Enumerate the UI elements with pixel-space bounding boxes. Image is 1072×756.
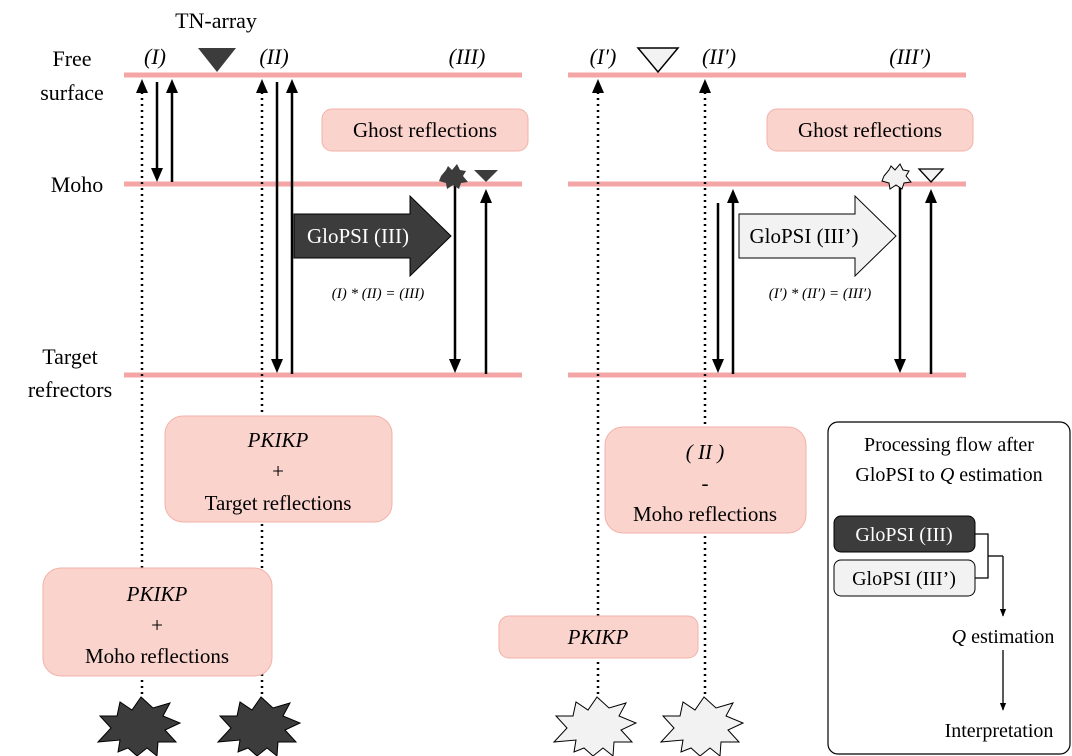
arrowhead-up (480, 189, 492, 203)
glopsi-iii-label: GloPSI (III) (307, 224, 409, 248)
source-explosion-icon-light (659, 696, 745, 756)
pkikp-moho-box-line3: Moho reflections (85, 644, 229, 668)
label-II: (II) (259, 44, 288, 69)
free-surface-label-1: Free (52, 46, 91, 71)
equation-left: (I) * (II) = (III) (332, 286, 425, 302)
ghost-source-icon-light (881, 163, 912, 190)
tn-array-station-icon (198, 48, 236, 72)
solid-arrowheads-left (151, 79, 492, 373)
glopsi-iii-prime-label: GloPSI (III’) (749, 224, 858, 248)
target-label-2: refrectors (28, 377, 112, 402)
flow-step-glopsi-iii-prime-label: GloPSI (III’) (852, 568, 956, 590)
ii-minus-moho-box-line3: Moho reflections (633, 502, 777, 526)
target-label-1: Target (42, 344, 97, 369)
solid-rays-left (155, 82, 488, 374)
pkikp-target-box-line1: PKIKP (247, 428, 309, 452)
arrowhead-up (727, 189, 739, 203)
arrowhead-down (449, 359, 461, 373)
dotted-ray-arrowheads (136, 79, 711, 93)
ghost-receiver-icon (474, 170, 498, 182)
arrowhead-up (166, 79, 178, 93)
arrowhead-down (712, 359, 724, 373)
arrowhead-up (256, 79, 268, 93)
layer-lines (124, 72, 966, 378)
virtual-station-icon (636, 47, 680, 74)
label-I-prime: (I′) (590, 44, 617, 69)
ii-minus-moho-box-line2: - (702, 471, 709, 495)
arrowhead-down (271, 359, 283, 373)
pkikp-target-box-line3: Target reflections (205, 491, 352, 515)
moho-label: Moho (51, 172, 104, 197)
arrowhead-down (151, 168, 163, 182)
glopsi-arrow-dark (293, 194, 452, 278)
ghost-source-icon (439, 164, 468, 189)
ghost-reflections-label-right: Ghost reflections (798, 118, 942, 142)
arrowhead-up (286, 79, 298, 93)
tn-array-label: TN-array (175, 8, 257, 33)
ii-minus-moho-box-line1: ( II ) (686, 440, 724, 464)
arrowhead-up (925, 189, 937, 203)
arrowhead-up (592, 79, 604, 93)
pkikp-box-label: PKIKP (567, 625, 629, 649)
source-explosion-icon (216, 696, 302, 756)
label-I: (I) (144, 44, 166, 69)
pkikp-moho-box (42, 567, 273, 677)
ghost-reflections-box-left (321, 108, 529, 152)
arrowhead-up (136, 79, 148, 93)
pkikp-target-box-line2: + (272, 459, 284, 483)
pkikp-target-box (164, 415, 393, 523)
free-surface-label-2: surface (40, 80, 104, 105)
ghost-receiver-icon-light (917, 168, 945, 183)
pkikp-moho-box-line1: PKIKP (126, 582, 188, 606)
ghost-reflections-box-right (766, 108, 974, 152)
flow-step-interpretation: Interpretation (945, 720, 1054, 742)
ii-minus-moho-box (604, 426, 807, 534)
flow-title-line2: GloPSI to Q estimation (855, 464, 1042, 486)
equation-right: (I′) * (II′) = (III′) (769, 286, 871, 302)
solid-arrowheads-right (712, 189, 937, 373)
glopsi-arrow-light (738, 194, 897, 278)
solid-rays-right (716, 184, 933, 374)
ghost-reflections-label-left: Ghost reflections (353, 118, 497, 142)
flow-connectors (975, 533, 1007, 711)
pkikp-moho-box-line2: + (151, 613, 163, 637)
flow-step-q-estimation: Q estimation (952, 626, 1055, 648)
label-III-prime: (III′) (889, 44, 930, 69)
flow-title-line1: Processing flow after (864, 434, 1034, 456)
arrowhead-down (894, 359, 906, 373)
source-explosion-icon (96, 696, 182, 756)
arrowhead-up (699, 79, 711, 93)
label-II-prime: (II′) (702, 44, 736, 69)
label-III: (III) (449, 44, 486, 69)
pkikp-box (498, 615, 699, 659)
flow-step-glopsi-iii-label: GloPSI (III) (855, 524, 952, 546)
source-explosion-icon-light (552, 696, 638, 756)
